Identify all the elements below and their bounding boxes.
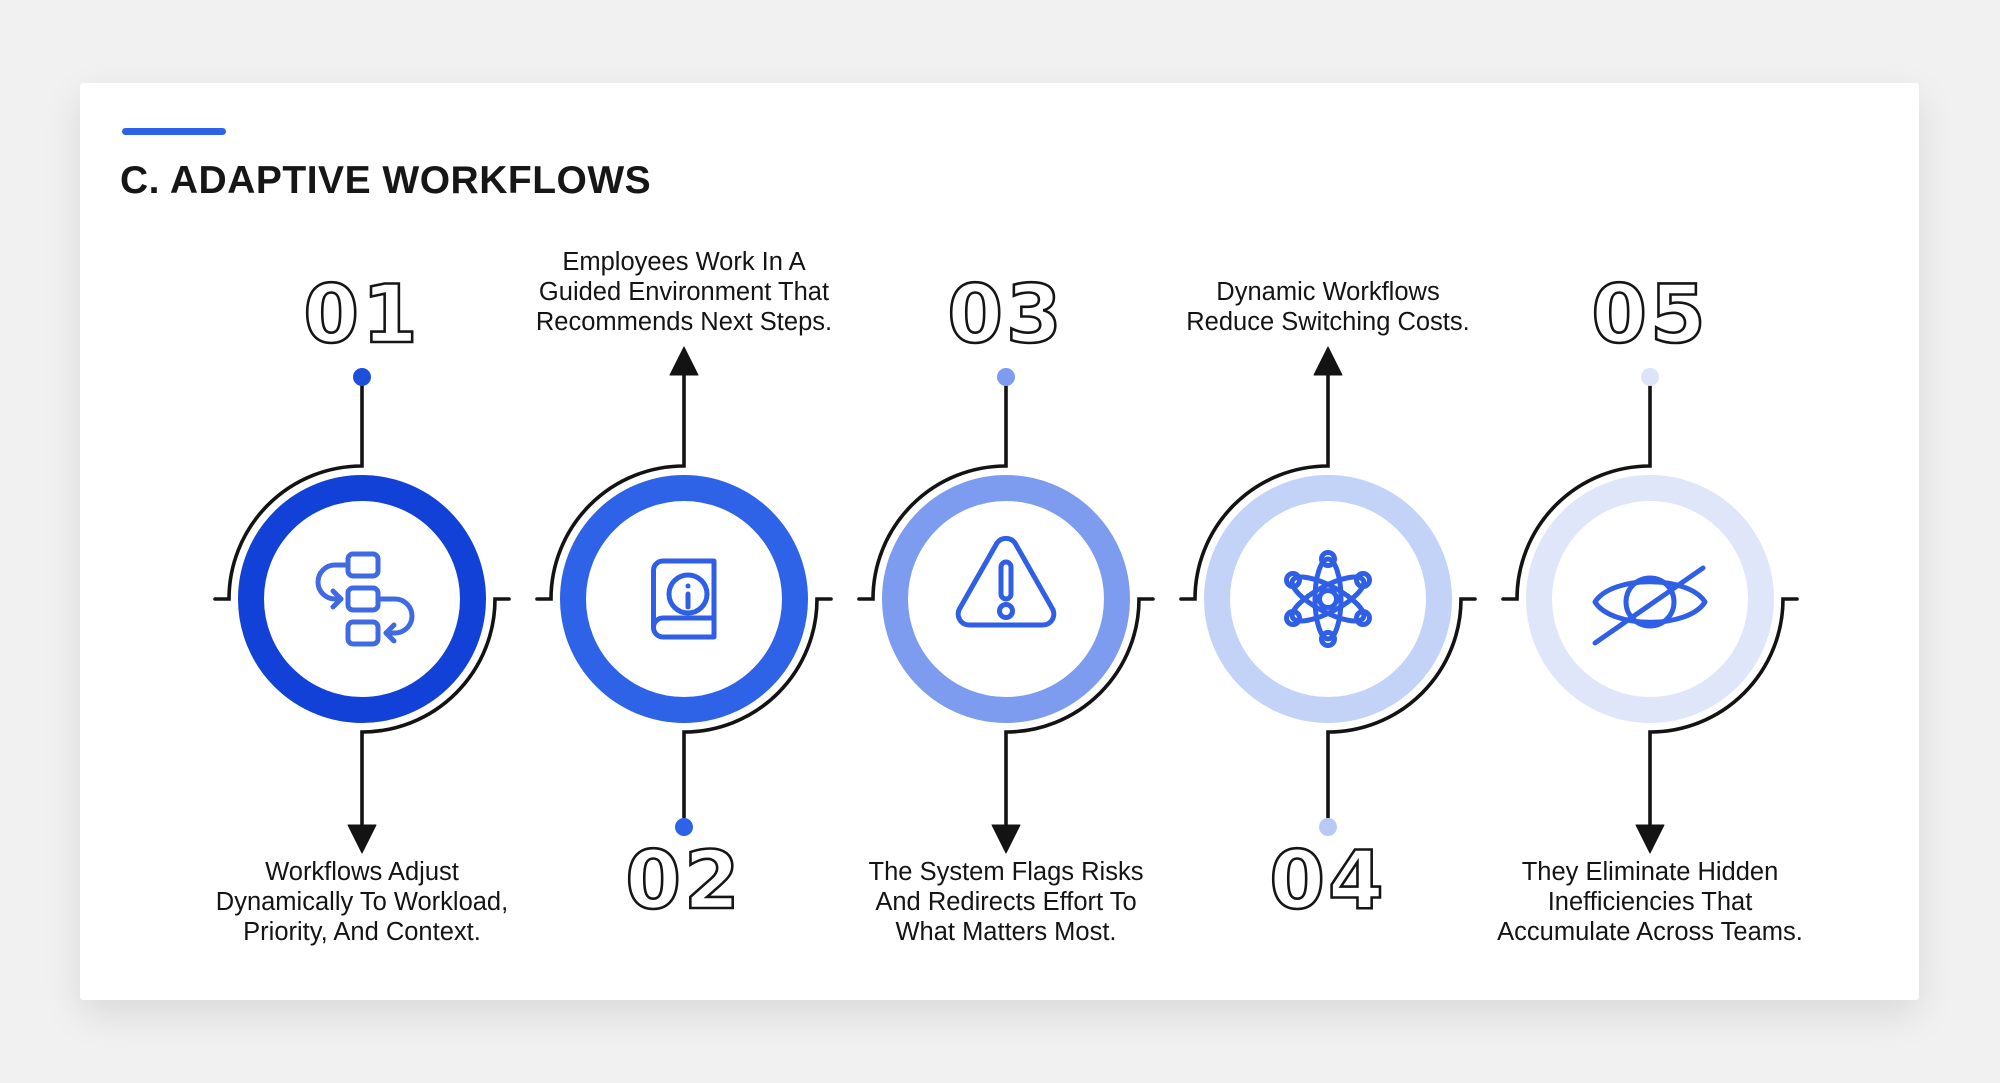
step-ring	[1204, 475, 1452, 723]
step-item-3: 03 The System Flags Risks And Redirects …	[845, 83, 1167, 1000]
step-description: Dynamic Workflows Reduce Switching Costs…	[1186, 277, 1470, 336]
connector-dot	[353, 368, 371, 386]
step-item-2: Employees Work In A Guided Environment T…	[523, 83, 845, 1000]
step-graphic	[535, 346, 833, 836]
step-graphic	[1179, 346, 1477, 836]
slide-card: C. ADAPTIVE WORKFLOWS 01 Workflows Adjus…	[80, 83, 1919, 1000]
connector-line	[857, 384, 1155, 827]
connector-line	[535, 373, 833, 819]
arrow-down-icon	[347, 824, 377, 854]
page-title: C. ADAPTIVE WORKFLOWS	[120, 159, 652, 202]
arrow-up-icon	[669, 346, 699, 376]
book-info-icon	[651, 558, 717, 640]
connector-line	[213, 384, 511, 827]
arrow-down-icon	[991, 824, 1021, 854]
arrow-up-icon	[1313, 346, 1343, 376]
step-number: 01	[302, 268, 421, 361]
step-description: The System Flags Risks And Redirects Eff…	[868, 858, 1144, 947]
connector-dot	[1319, 818, 1337, 836]
step-graphic	[213, 368, 511, 854]
step-ring	[560, 475, 808, 723]
connector-dot	[675, 818, 693, 836]
arrow-down-icon	[1635, 824, 1665, 854]
step-description: Workflows Adjust Dynamically To Workload…	[215, 858, 509, 947]
atom-icon	[1284, 550, 1372, 648]
step-description: They Eliminate Hidden Inefficiencies Tha…	[1497, 858, 1803, 947]
step-number: 03	[946, 268, 1065, 361]
step-ring	[238, 475, 486, 723]
step-item-1: 01 Workflows Adjust Dynamically To Workl…	[201, 83, 523, 1000]
workflow-icon	[315, 551, 415, 647]
step-description: Employees Work In A Guided Environment T…	[535, 247, 833, 336]
step-number: 04	[1268, 834, 1387, 927]
connector-dot	[997, 368, 1015, 386]
eye-off-icon	[1592, 565, 1708, 646]
step-graphic	[1501, 368, 1799, 854]
connector-dot	[1641, 368, 1659, 386]
connector-line	[1179, 373, 1477, 819]
connector-line	[1501, 384, 1799, 827]
step-item-4: Dynamic Workflows Reduce Switching Costs…	[1167, 83, 1489, 1000]
step-graphic	[857, 368, 1155, 854]
title-accent-bar	[122, 128, 226, 135]
step-number: 05	[1590, 268, 1709, 361]
step-item-5: 05 They Eliminate Hidden Inefficiencies …	[1489, 83, 1811, 1000]
warning-icon	[955, 535, 1057, 628]
step-number: 02	[624, 834, 743, 927]
step-ring	[1526, 475, 1774, 723]
